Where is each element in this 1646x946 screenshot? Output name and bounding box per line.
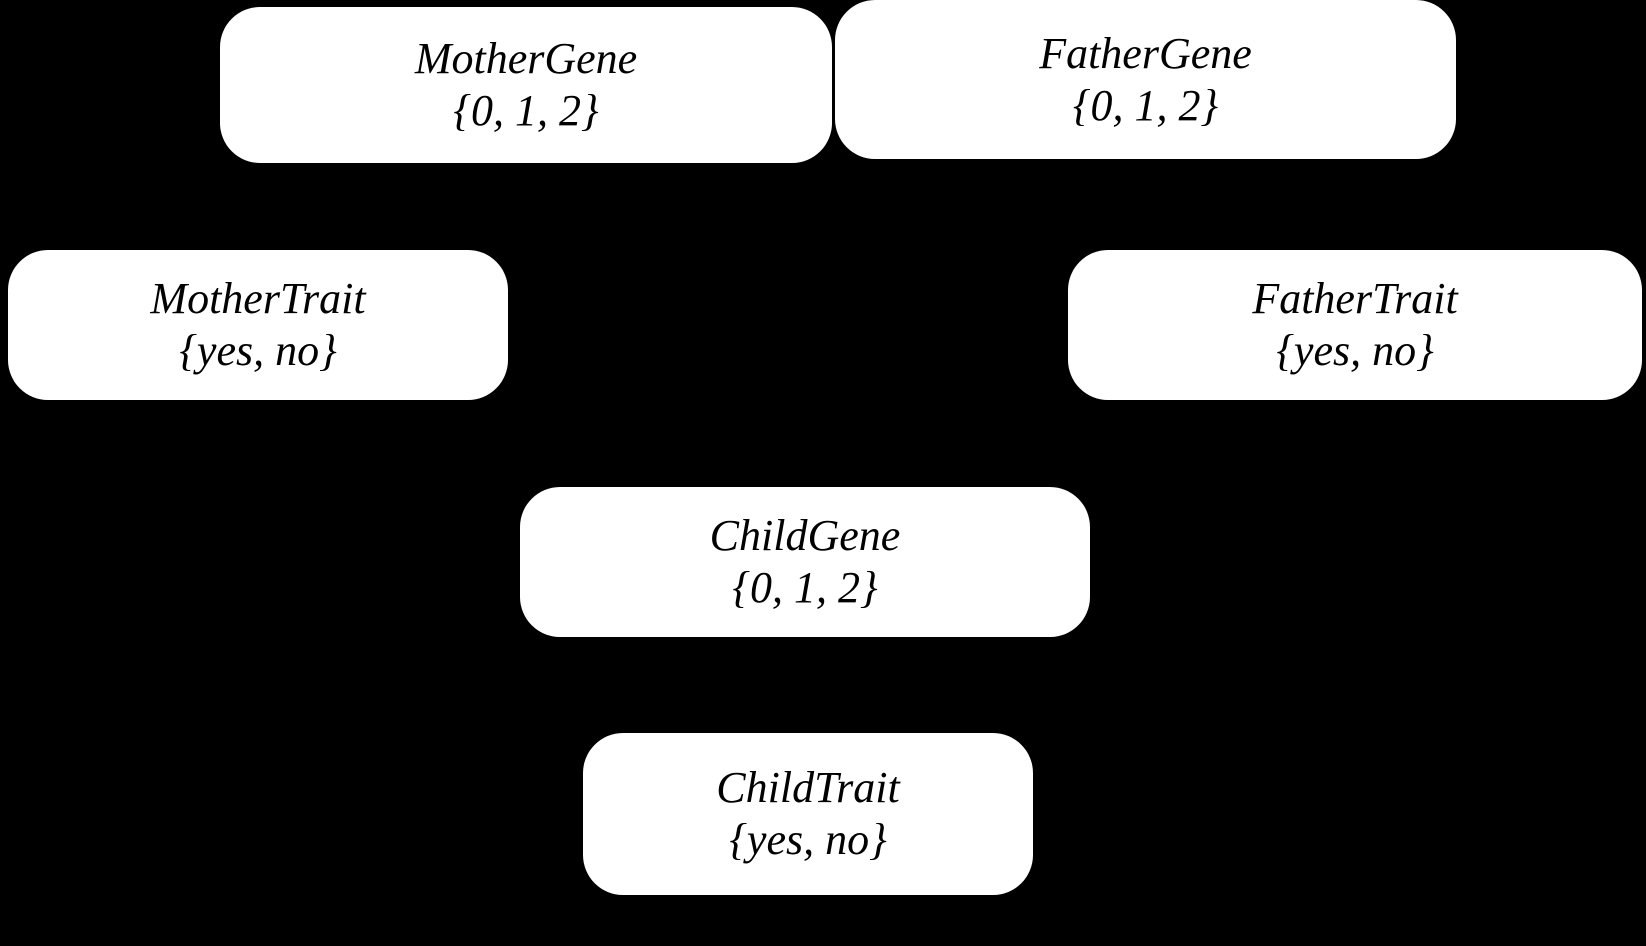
node-child-trait-domain: {yes, no}: [729, 815, 887, 864]
node-father-gene-label: FatherGene: [1039, 28, 1252, 78]
node-child-trait-label: ChildTrait: [716, 763, 900, 813]
node-mother-gene-label: MotherGene: [414, 34, 638, 84]
node-father-trait-label: FatherTrait: [1252, 274, 1458, 324]
node-mother-trait[interactable]: MotherTrait {yes, no}: [8, 250, 508, 400]
node-mother-trait-domain: {yes, no}: [179, 326, 337, 375]
node-child-gene-label: ChildGene: [709, 511, 901, 561]
node-father-trait-domain: {yes, no}: [1276, 326, 1434, 375]
node-father-trait[interactable]: FatherTrait {yes, no}: [1068, 250, 1642, 400]
node-child-gene-domain: {0, 1, 2}: [732, 563, 878, 612]
node-father-gene[interactable]: FatherGene {0, 1, 2}: [835, 0, 1456, 159]
node-child-gene[interactable]: ChildGene {0, 1, 2}: [520, 487, 1090, 637]
node-mother-gene-domain: {0, 1, 2}: [453, 86, 599, 135]
node-mother-gene[interactable]: MotherGene {0, 1, 2}: [220, 7, 832, 163]
node-father-gene-domain: {0, 1, 2}: [1072, 80, 1219, 130]
node-child-trait[interactable]: ChildTrait {yes, no}: [583, 733, 1033, 895]
node-mother-trait-label: MotherTrait: [150, 274, 366, 324]
